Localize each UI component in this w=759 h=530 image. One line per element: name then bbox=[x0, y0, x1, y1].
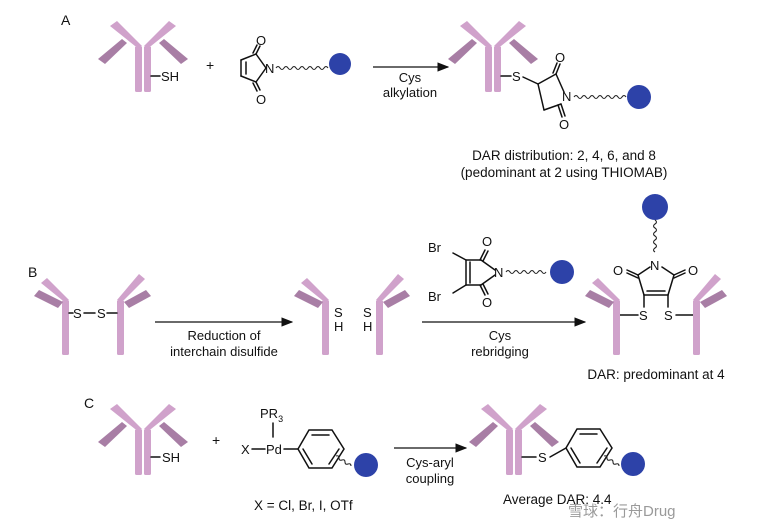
product-a-nitrogen: N bbox=[562, 89, 571, 104]
antibody-b-disulfide bbox=[34, 274, 151, 355]
watermark-text: 雪球：行舟Drug bbox=[568, 503, 676, 520]
arrow-c-label-bottom: coupling bbox=[406, 471, 454, 486]
sh-label-a: SH bbox=[161, 69, 179, 84]
thiol-1-sulfur: S bbox=[334, 305, 343, 320]
panel-b: B S S Reduction of interchain disulfide … bbox=[28, 194, 727, 382]
thiol-1-hydrogen: H bbox=[334, 319, 343, 334]
pd-label: Pd bbox=[266, 442, 282, 457]
maleimide-reagent: O O N bbox=[240, 33, 351, 107]
payload-circle-c2 bbox=[621, 452, 645, 476]
sh-label-c: SH bbox=[162, 450, 180, 465]
disulfide-sulfur-2: S bbox=[97, 306, 106, 321]
panel-c: C SH + PR3 X Pd X = Cl, Br, I, OTf Cys-a… bbox=[84, 395, 645, 513]
caption-b: DAR: predominant at 4 bbox=[587, 367, 725, 382]
arrow-b2-label-bottom: rebridging bbox=[471, 344, 529, 359]
payload-circle-a2 bbox=[627, 85, 651, 109]
product-b-oxygen-right: O bbox=[688, 263, 698, 278]
x-ligand-label: X bbox=[241, 442, 250, 457]
dibromomaleimide-reagent: O O N Br Br bbox=[428, 234, 574, 310]
pr3-label: PR3 bbox=[260, 406, 283, 424]
payload-circle-c1 bbox=[354, 453, 378, 477]
caption-c: Average DAR: 4.4 bbox=[503, 492, 612, 507]
reagent-oxygen-bottom: O bbox=[482, 295, 492, 310]
plus-sign-a: + bbox=[206, 57, 214, 73]
arrow-b1-label-line2: interchain disulfide bbox=[170, 344, 278, 359]
panel-c-letter: C bbox=[84, 395, 94, 411]
arrow-c-label-top: Cys-aryl bbox=[406, 455, 454, 470]
product-a-oxygen-top: O bbox=[555, 50, 565, 65]
arrow-b1-label-line1: Reduction of bbox=[188, 328, 261, 343]
reagent-oxygen-top: O bbox=[482, 234, 492, 249]
payload-circle-b1 bbox=[550, 260, 574, 284]
caption-a-line2: (pedominant at 2 using THIOMAB) bbox=[461, 165, 668, 180]
palladium-reagent: PR3 X Pd bbox=[241, 406, 378, 477]
linker-wavy-a1 bbox=[275, 65, 329, 71]
maleimide-oxygen-top: O bbox=[256, 33, 266, 48]
maleimide-oxygen-bottom: O bbox=[256, 92, 266, 107]
aryl-ring-product bbox=[549, 428, 645, 476]
product-a-sulfur: S bbox=[512, 69, 521, 84]
linker-wavy-c2 bbox=[603, 455, 620, 467]
arrow-b2-label-top: Cys bbox=[489, 328, 512, 343]
payload-circle-b2 bbox=[642, 194, 668, 220]
linker-wavy-b1 bbox=[505, 269, 547, 275]
product-b-sulfur-2: S bbox=[664, 308, 673, 323]
bromine-1: Br bbox=[428, 240, 442, 255]
thiol-2-sulfur: S bbox=[363, 305, 372, 320]
linker-wavy-b2 bbox=[652, 219, 658, 253]
panel-a-letter: A bbox=[61, 12, 71, 28]
product-b-oxygen-left: O bbox=[613, 263, 623, 278]
product-b-nitrogen: N bbox=[650, 258, 659, 273]
thiol-2-hydrogen: H bbox=[363, 319, 372, 334]
product-c-sulfur: S bbox=[538, 450, 547, 465]
antibody-b-reduced bbox=[294, 274, 410, 355]
panel-b-letter: B bbox=[28, 264, 37, 280]
maleimide-nitrogen: N bbox=[265, 61, 274, 76]
succinimide-ring: O O N bbox=[522, 50, 651, 132]
product-b-sulfur-1: S bbox=[639, 308, 648, 323]
x-caption: X = Cl, Br, I, OTf bbox=[254, 498, 353, 513]
bromine-2: Br bbox=[428, 289, 442, 304]
payload-circle-a1 bbox=[329, 53, 351, 75]
antibody-a-product bbox=[448, 21, 538, 92]
linker-wavy-a2 bbox=[573, 94, 627, 100]
arrow-a-label-bottom: alkylation bbox=[383, 85, 437, 100]
disulfide-sulfur-1: S bbox=[73, 306, 82, 321]
product-a-oxygen-bottom: O bbox=[559, 117, 569, 132]
linker-wavy-c1 bbox=[335, 455, 352, 467]
arrow-a-label-top: Cys bbox=[399, 70, 422, 85]
reagent-nitrogen: N bbox=[494, 265, 503, 280]
rebridged-product: N O O S S bbox=[585, 194, 727, 355]
plus-sign-c: + bbox=[212, 432, 220, 448]
caption-a-line1: DAR distribution: 2, 4, 6, and 8 bbox=[472, 148, 656, 163]
panel-a: A SH + O O N Cys alkylation bbox=[61, 12, 667, 180]
